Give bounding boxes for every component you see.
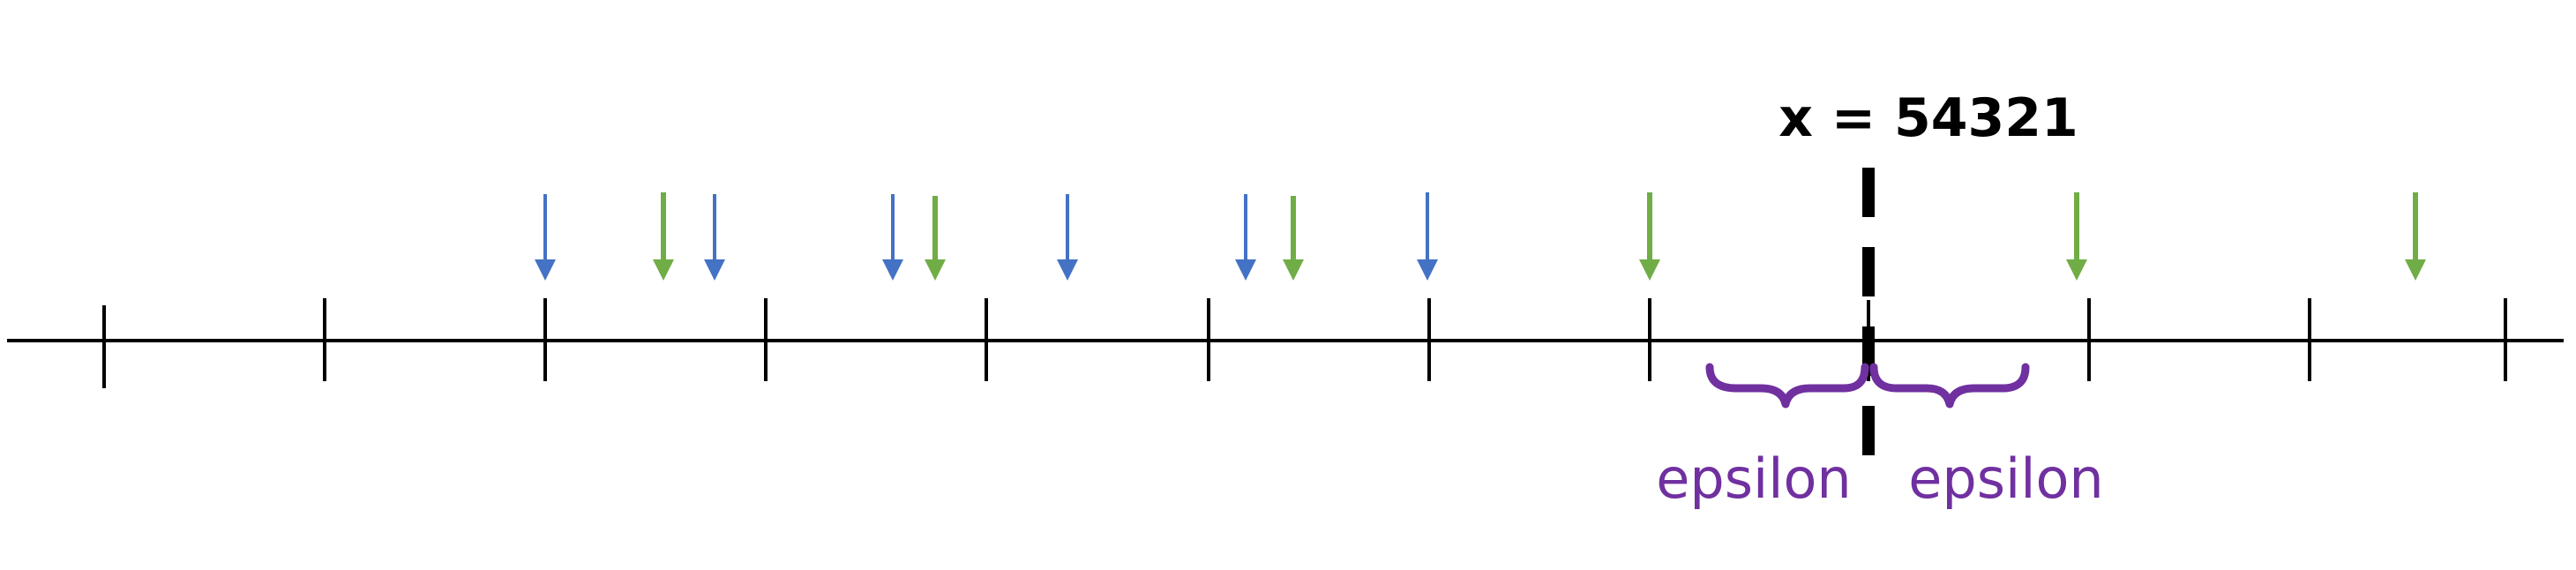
arrow-head xyxy=(535,259,556,281)
arrow-head xyxy=(1639,259,1660,281)
green-arrow xyxy=(2405,192,2426,281)
arrow-head xyxy=(1057,259,1078,281)
epsilon-label-left: epsilon xyxy=(1656,446,1851,511)
blue-arrow xyxy=(1235,194,1256,281)
green-arrow xyxy=(925,196,946,281)
blue-arrow xyxy=(704,194,725,281)
green-arrow xyxy=(1283,196,1304,281)
blue-arrow xyxy=(882,194,903,281)
arrow-head xyxy=(1417,259,1438,281)
epsilon-label-right: epsilon xyxy=(1908,446,2103,511)
epsilon-brace-right xyxy=(1869,363,2030,409)
blue-arrow xyxy=(1057,194,1078,281)
tick-marks xyxy=(102,298,2507,388)
arrow-head xyxy=(653,259,674,281)
arrow-head xyxy=(1283,259,1304,281)
arrow-head xyxy=(2066,259,2087,281)
value-arrows xyxy=(535,192,2426,281)
green-arrow xyxy=(653,192,674,281)
marker-label: x = 54321 xyxy=(1778,87,2078,149)
blue-arrow xyxy=(1417,192,1438,281)
blue-arrow xyxy=(535,194,556,281)
arrow-head xyxy=(1235,259,1256,281)
epsilon-brace-left xyxy=(1705,363,1869,409)
arrow-head xyxy=(704,259,725,281)
arrow-head xyxy=(925,259,946,281)
green-arrow xyxy=(2066,192,2087,281)
arrow-head xyxy=(2405,259,2426,281)
green-arrow xyxy=(1639,192,1660,281)
arrow-head xyxy=(882,259,903,281)
